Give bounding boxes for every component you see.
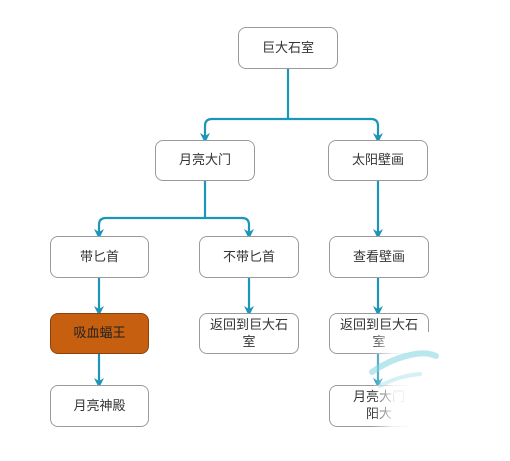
node-sun-mural: 太阳壁画: [328, 140, 428, 181]
node-partial-obscured: 月亮大门 阳大: [329, 385, 429, 427]
node-return-a: 返回到巨大石室: [199, 313, 299, 354]
node-label-line1: 月亮大门: [352, 390, 405, 405]
node-label: 巨大石室: [261, 40, 314, 56]
connector-to-moon-gate: [200, 117, 288, 143]
node-vampire-bat-king: 吸血蝠王: [50, 313, 149, 354]
node-without-dagger: 不带匕首: [199, 236, 299, 278]
connector-to-with-dagger: [94, 216, 205, 239]
node-moon-temple: 月亮神殿: [50, 385, 149, 427]
node-label: 返回到巨大石室: [339, 317, 418, 350]
node-giant-stone-room: 巨大石室: [238, 27, 338, 69]
node-label: 返回到巨大石室: [209, 317, 288, 350]
node-label: 吸血蝠王: [73, 326, 126, 341]
node-label: 太阳壁画: [351, 153, 404, 168]
node-label: 带匕首: [79, 249, 119, 265]
node-label: 查看壁画: [352, 249, 405, 265]
connector-to-without-dagger: [205, 216, 254, 239]
node-label-line2: 阳大: [365, 407, 392, 422]
node-label: 不带匕首: [222, 249, 275, 265]
node-view-mural: 查看壁画: [329, 236, 429, 278]
node-moon-gate: 月亮大门: [155, 140, 255, 181]
node-return-b: 返回到巨大石室: [329, 313, 429, 354]
connector-to-sun-mural: [288, 117, 383, 143]
node-label: 月亮大门: [178, 153, 231, 168]
node-with-dagger: 带匕首: [50, 236, 149, 278]
node-label: 月亮神殿: [73, 398, 126, 414]
